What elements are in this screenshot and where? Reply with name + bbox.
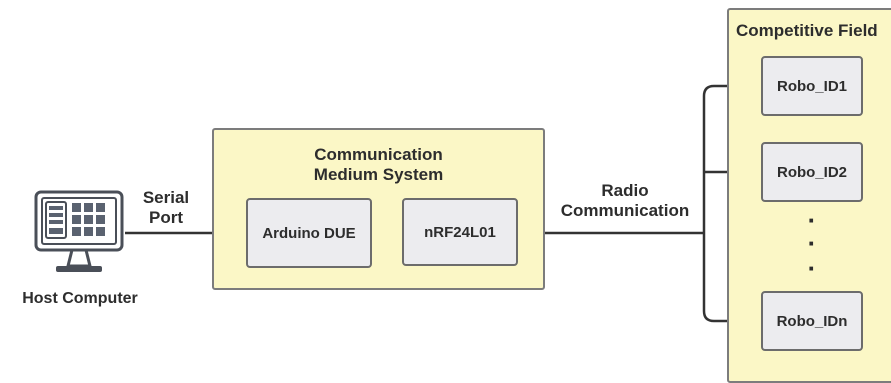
nrf24l01-block: nRF24L01 <box>402 198 518 266</box>
cms-title-line2: Medium System <box>313 165 444 184</box>
ellipsis-dot-3: · <box>807 253 817 283</box>
branch-robo-idn <box>702 233 761 326</box>
robot-node-idn: Robo_IDn <box>761 291 863 351</box>
desktop-computer-icon <box>34 190 124 272</box>
competitive-field-title: Competitive Field <box>736 21 878 40</box>
radio-communication-label: Radio Communication <box>552 181 698 221</box>
branch-bus <box>702 81 761 233</box>
arduino-due-block: Arduino DUE <box>246 198 372 268</box>
cms-title-line1: Communication <box>314 145 443 164</box>
radio-line1: Radio <box>601 181 649 200</box>
serial-port-line2: Port <box>149 208 183 227</box>
host-computer-label: Host Computer <box>22 290 138 307</box>
radio-line2: Communication <box>560 201 690 220</box>
ellipsis-dot-1: · <box>807 205 817 235</box>
serial-port-label: Serial Port <box>128 188 204 228</box>
robot-node-id1: Robo_ID1 <box>761 56 863 116</box>
ellipsis-dot-2: · <box>807 228 817 258</box>
robot-node-id2: Robo_ID2 <box>761 142 863 202</box>
serial-port-line1: Serial <box>142 188 190 207</box>
communication-medium-system-title: Communication Medium System <box>212 145 545 185</box>
